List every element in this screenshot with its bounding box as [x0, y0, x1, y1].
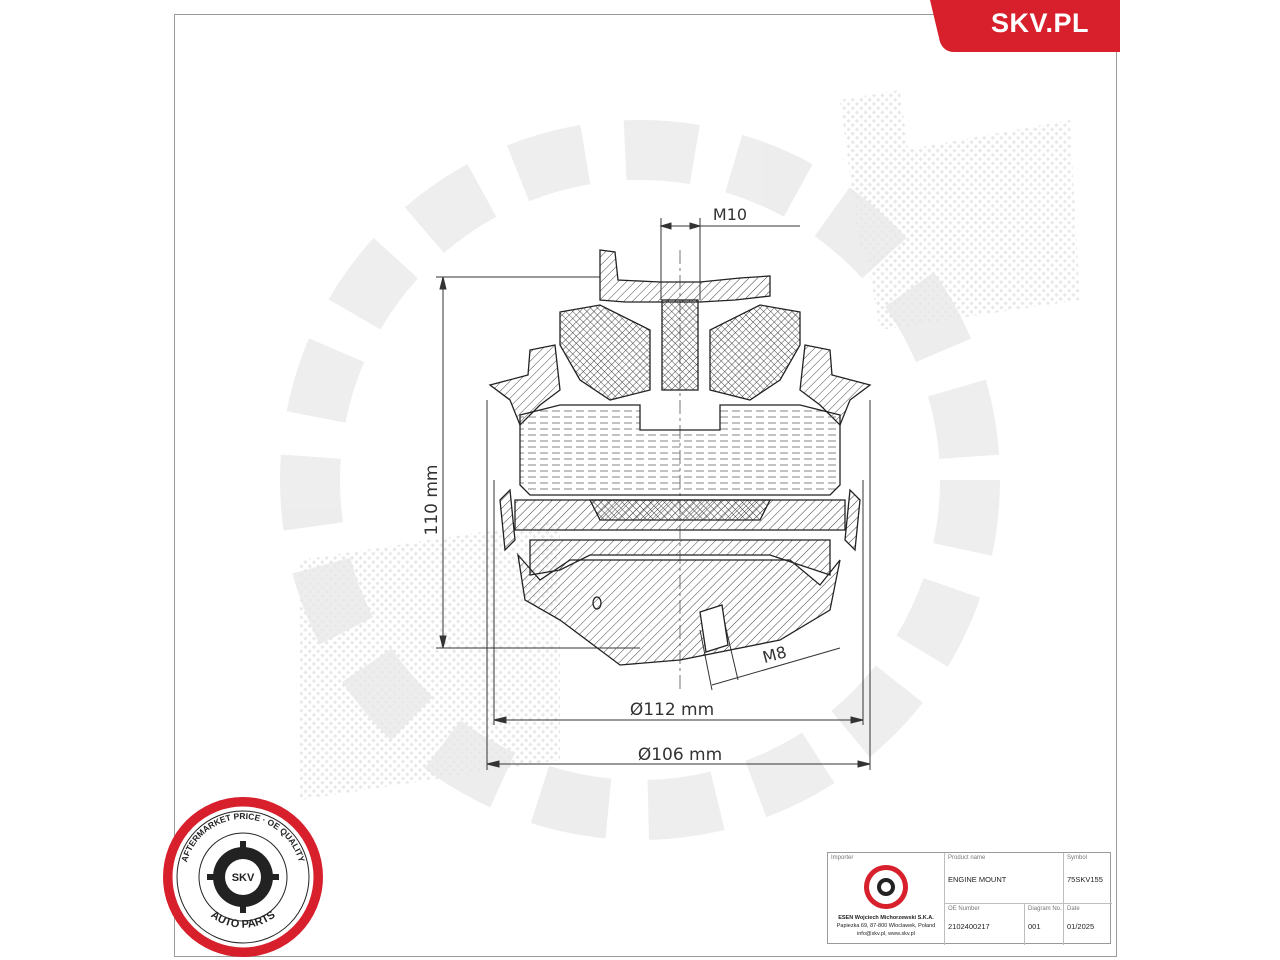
oe-number-cell: OE Number 2102400217 — [944, 903, 1024, 945]
importer-address: Papiezka 69, 87-800 Wloclawek, Poland — [836, 923, 936, 929]
brand-logo-text: SKV.PL — [990, 8, 1090, 38]
product-name-value: ENGINE MOUNT — [948, 875, 1007, 884]
oe-number-value: 2102400217 — [948, 922, 990, 931]
brand-tab-shape — [930, 0, 1120, 52]
m10-label: M10 — [713, 205, 747, 224]
brand-tab[interactable]: SKV.PL — [930, 0, 1120, 52]
skv-auto-parts-seal: AFTERMARKET PRICE · OE QUALITY AUTO PART… — [163, 797, 323, 957]
symbol-label: Symbol — [1067, 855, 1088, 861]
oe-number-label: OE Number — [948, 906, 980, 912]
diameter-dimensions — [486, 400, 871, 770]
product-name-cell: Product name ENGINE MOUNT — [944, 853, 1063, 903]
diagram-no-label: Diagram No. — [1028, 906, 1062, 912]
seal-center-label: SKV — [232, 872, 255, 884]
importer-cell: Importer ESEN Wojciech Michorzewski S.K.… — [828, 853, 944, 945]
title-block: Importer ESEN Wojciech Michorzewski S.K.… — [827, 852, 1112, 945]
date-label: Date — [1067, 906, 1080, 912]
importer-contact: info@skv.pl, www.skv.pl — [857, 931, 915, 937]
date-value: 01/2025 — [1067, 922, 1095, 931]
engine-mount-section — [488, 249, 872, 666]
importer-name: ESEN Wojciech Michorzewski S.K.A. — [838, 915, 934, 921]
symbol-cell: Symbol 75SKV155 — [1063, 853, 1112, 903]
diameter-outer-label: Ø106 mm — [638, 745, 722, 765]
importer-logo — [864, 865, 908, 909]
drawing-frame — [174, 14, 1117, 957]
symbol-value: 75SKV155 — [1067, 875, 1103, 884]
importer-label: Importer — [831, 855, 854, 861]
height-label: 110 mm — [422, 465, 442, 536]
gear-icon — [207, 841, 279, 913]
product-name-label: Product name — [948, 855, 986, 861]
diameter-inner-label: Ø112 mm — [630, 700, 714, 720]
m8-label: M8 — [761, 642, 789, 667]
date-cell: Date 01/2025 — [1063, 903, 1112, 945]
diagram-no-value: 001 — [1028, 922, 1041, 931]
diagram-no-cell: Diagram No. 001 — [1024, 903, 1063, 945]
watermark-logo — [280, 90, 1080, 840]
